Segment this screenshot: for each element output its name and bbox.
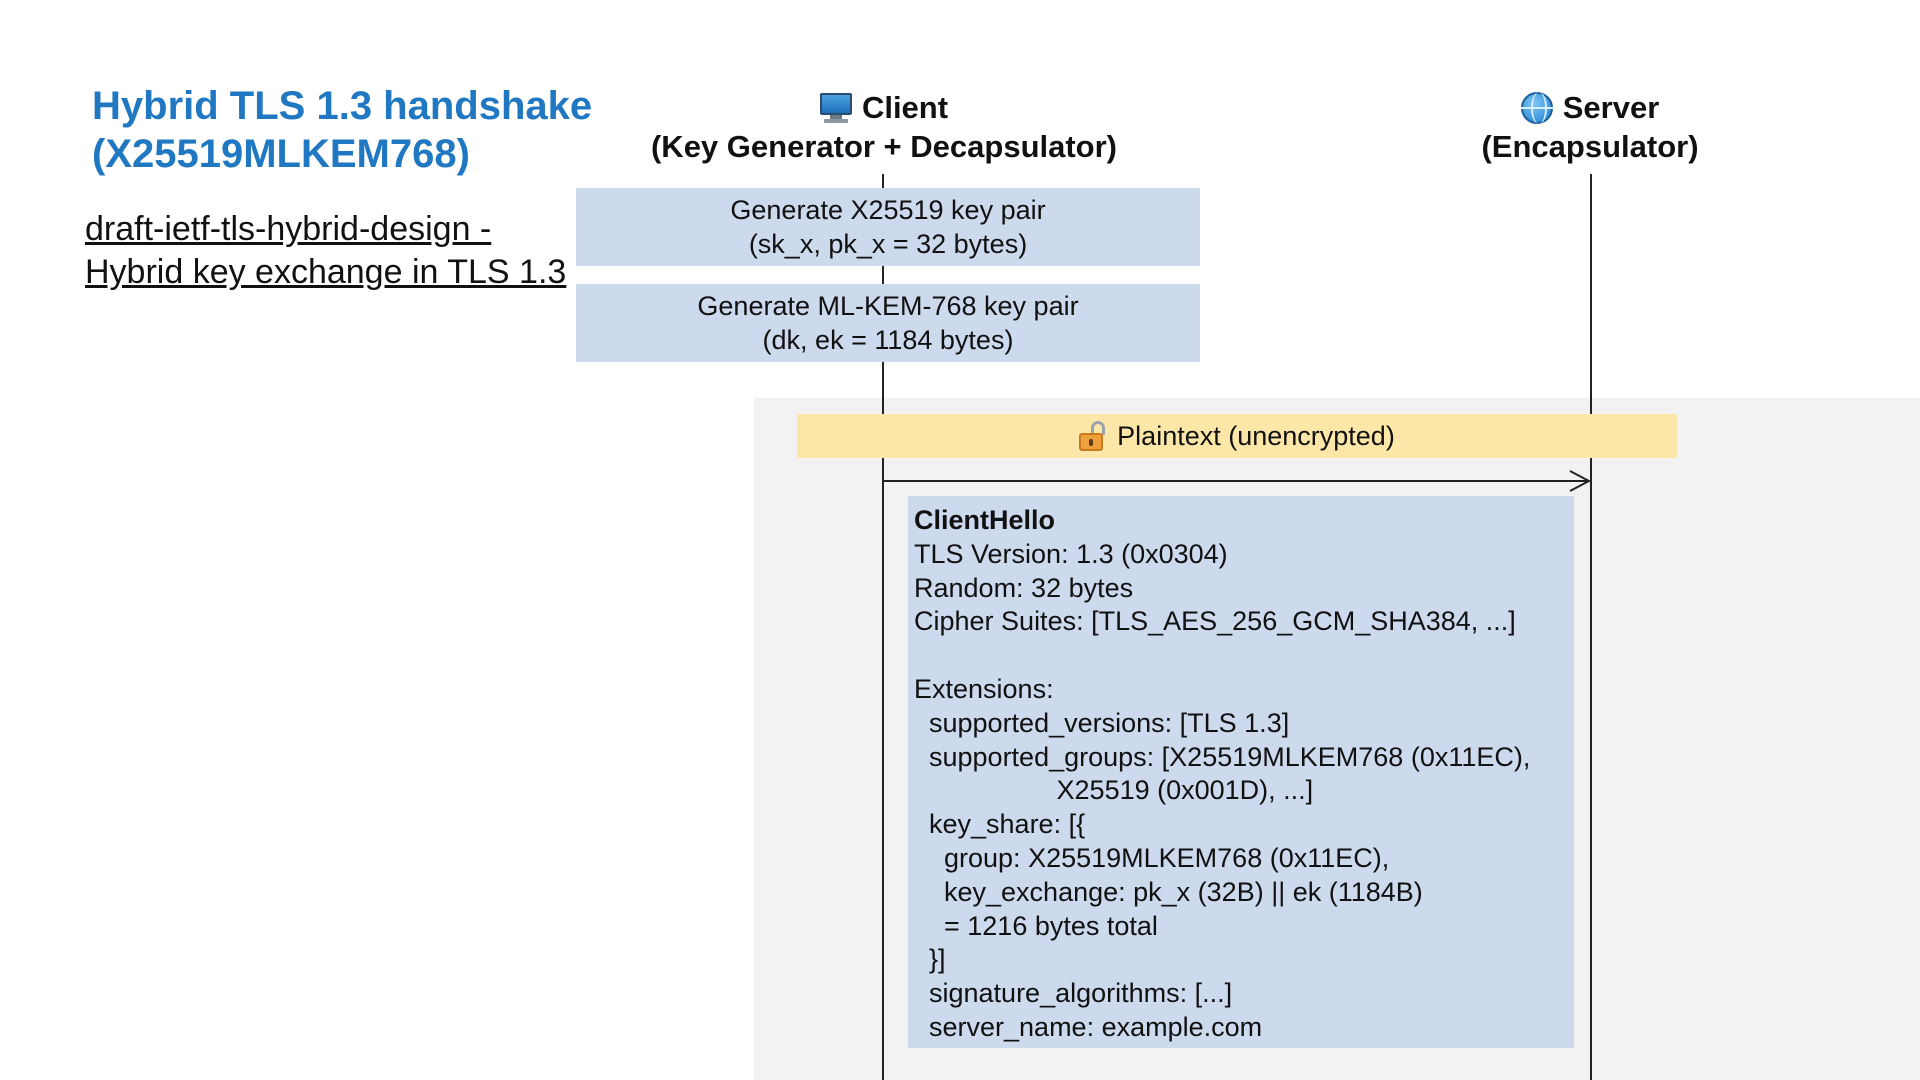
client-hello-line: Extensions: — [914, 673, 1054, 704]
client-participant: Client (Key Generator + Decapsulator) — [600, 88, 1168, 166]
client-hello-line: key_exchange: pk_x (32B) || ek (1184B) — [914, 876, 1423, 907]
spec-reference-link[interactable]: draft-ietf-tls-hybrid-design - Hybrid ke… — [85, 208, 605, 294]
client-hello-line: = 1216 bytes total — [914, 910, 1158, 941]
globe-icon — [1520, 91, 1553, 124]
note-x25519-line-1: Generate X25519 key pair — [730, 195, 1046, 225]
server-participant: Server (Encapsulator) — [1420, 88, 1760, 166]
client-hello-line: TLS Version: 1.3 (0x0304) — [914, 538, 1228, 569]
client-role: (Key Generator + Decapsulator) — [650, 129, 1117, 164]
spec-link-line-2[interactable]: Hybrid key exchange in TLS 1.3 — [85, 253, 567, 291]
client-hello-line: Random: 32 bytes — [914, 572, 1134, 603]
page-title: Hybrid TLS 1.3 handshake (X25519MLKEM768… — [92, 82, 612, 178]
client-hello-line: server_name: example.com — [914, 1011, 1263, 1042]
note-mlkem-line-1: Generate ML-KEM-768 key pair — [697, 291, 1079, 321]
note-mlkem-line-2: (dk, ek = 1184 bytes) — [762, 325, 1014, 355]
plaintext-label: Plaintext (unencrypted) — [1117, 420, 1395, 451]
client-name: Client — [861, 90, 949, 125]
server-lifeline — [1590, 174, 1592, 1080]
server-name: Server — [1562, 90, 1660, 125]
client-hello-line: supported_versions: [TLS 1.3] — [914, 707, 1290, 738]
note-x25519-line-2: (sk_x, pk_x = 32 bytes) — [748, 229, 1028, 259]
unlocked-padlock-icon — [1079, 421, 1106, 451]
client-lifeline — [882, 174, 884, 1080]
client-hello-line: key_share: [{ — [914, 809, 1086, 840]
client-hello-line: }] — [914, 944, 946, 975]
client-hello-line: supported_groups: [X25519MLKEM768 (0x11E… — [914, 741, 1531, 772]
client-hello-line: group: X25519MLKEM768 (0x11EC), — [914, 842, 1390, 873]
client-hello-message: ClientHello TLS Version: 1.3 (0x0304) Ra… — [908, 496, 1574, 1048]
client-hello-line: signature_algorithms: [...] — [914, 978, 1233, 1009]
server-role: (Encapsulator) — [1481, 129, 1699, 164]
client-hello-heading: ClientHello — [914, 505, 1056, 535]
client-hello-line: Cipher Suites: [TLS_AES_256_GCM_SHA384, … — [914, 606, 1516, 637]
title-line-1: Hybrid TLS 1.3 handshake — [92, 84, 593, 128]
desktop-computer-icon — [819, 92, 852, 123]
note-generate-mlkem: Generate ML-KEM-768 key pair (dk, ek = 1… — [576, 284, 1200, 362]
spec-link-line-1[interactable]: draft-ietf-tls-hybrid-design - — [85, 210, 492, 248]
client-hello-line: X25519 (0x001D), ...] — [914, 775, 1314, 806]
client-hello-line — [914, 639, 1574, 673]
note-generate-x25519: Generate X25519 key pair (sk_x, pk_x = 3… — [576, 188, 1200, 266]
plaintext-phase-label: Plaintext (unencrypted) — [797, 414, 1677, 458]
title-line-2: (X25519MLKEM768) — [92, 132, 470, 176]
